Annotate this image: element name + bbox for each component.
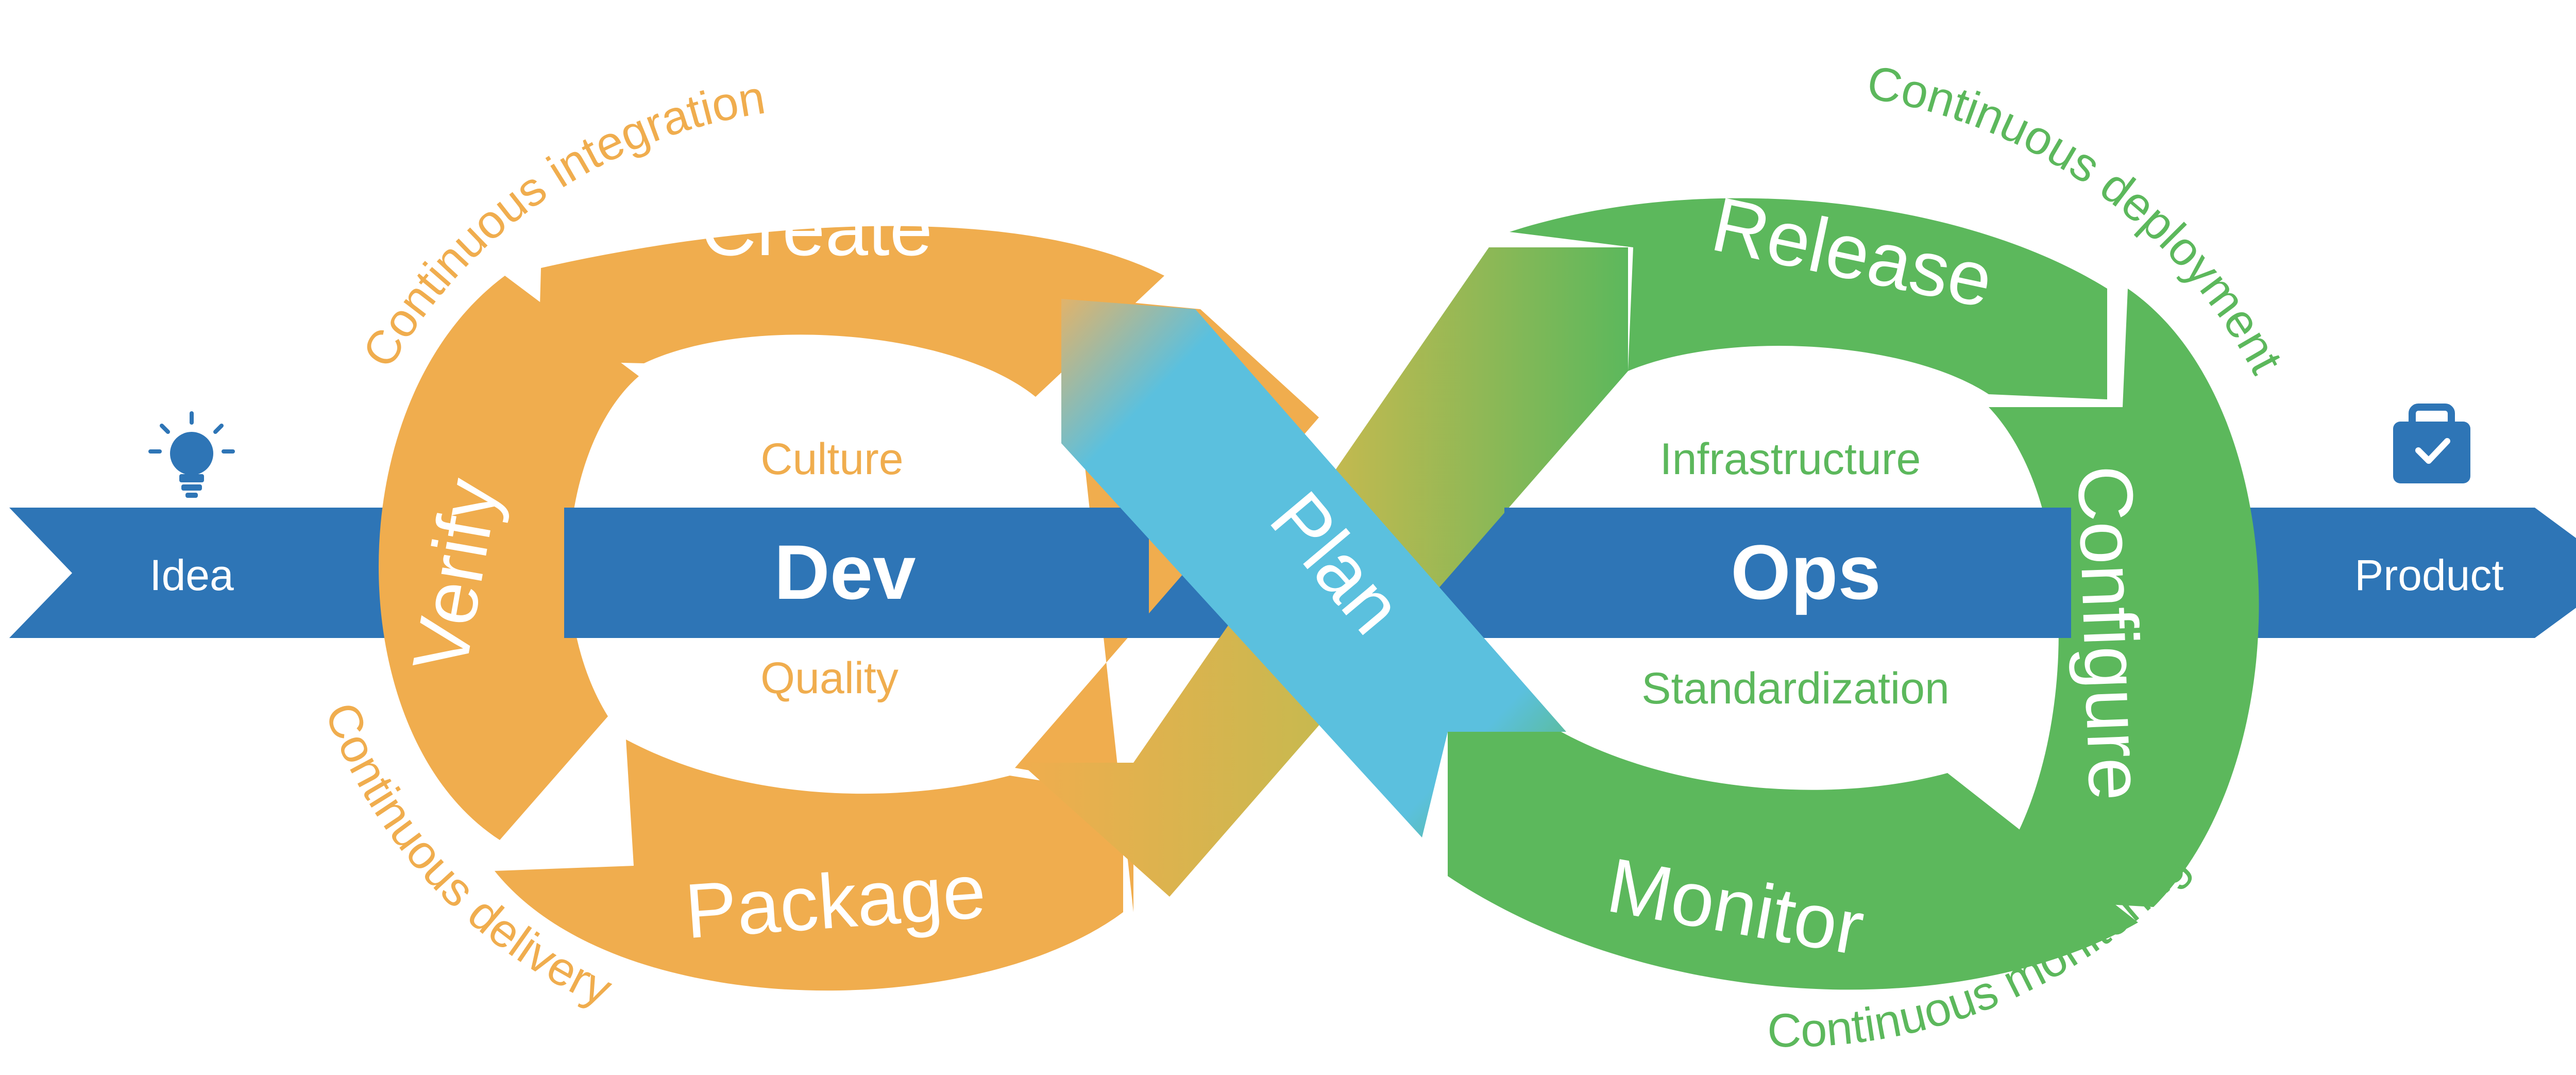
dev-culture-label: Culture — [760, 434, 903, 484]
briefcase-check-icon — [2393, 404, 2470, 483]
package-label: Package — [682, 847, 988, 954]
verify-segment — [379, 276, 639, 840]
lightbulb-icon — [148, 411, 235, 498]
monitor-segment — [1448, 732, 2138, 990]
dev-quality-label: Quality — [760, 653, 899, 703]
ops-title: Ops — [1731, 529, 1881, 615]
idea-label: Idea — [149, 551, 234, 599]
dev-arrow-overlay — [564, 508, 1149, 638]
ops-standardization-label: Standardization — [1641, 664, 1950, 713]
dev-title: Dev — [774, 529, 916, 615]
plan-band-top — [1061, 299, 1566, 837]
release-segment — [1510, 198, 2107, 399]
product-label: Product — [2354, 551, 2504, 599]
configure-label: Configure — [2062, 464, 2160, 802]
create-label: Create — [701, 185, 933, 272]
configure-segment — [1973, 289, 2259, 907]
package-segment — [495, 740, 1123, 991]
ops-arrow-overlay — [1504, 508, 2071, 638]
ops-ring — [1448, 198, 2259, 990]
ops-infrastructure-label: Infrastructure — [1660, 434, 1921, 484]
create-segment — [538, 226, 1164, 397]
